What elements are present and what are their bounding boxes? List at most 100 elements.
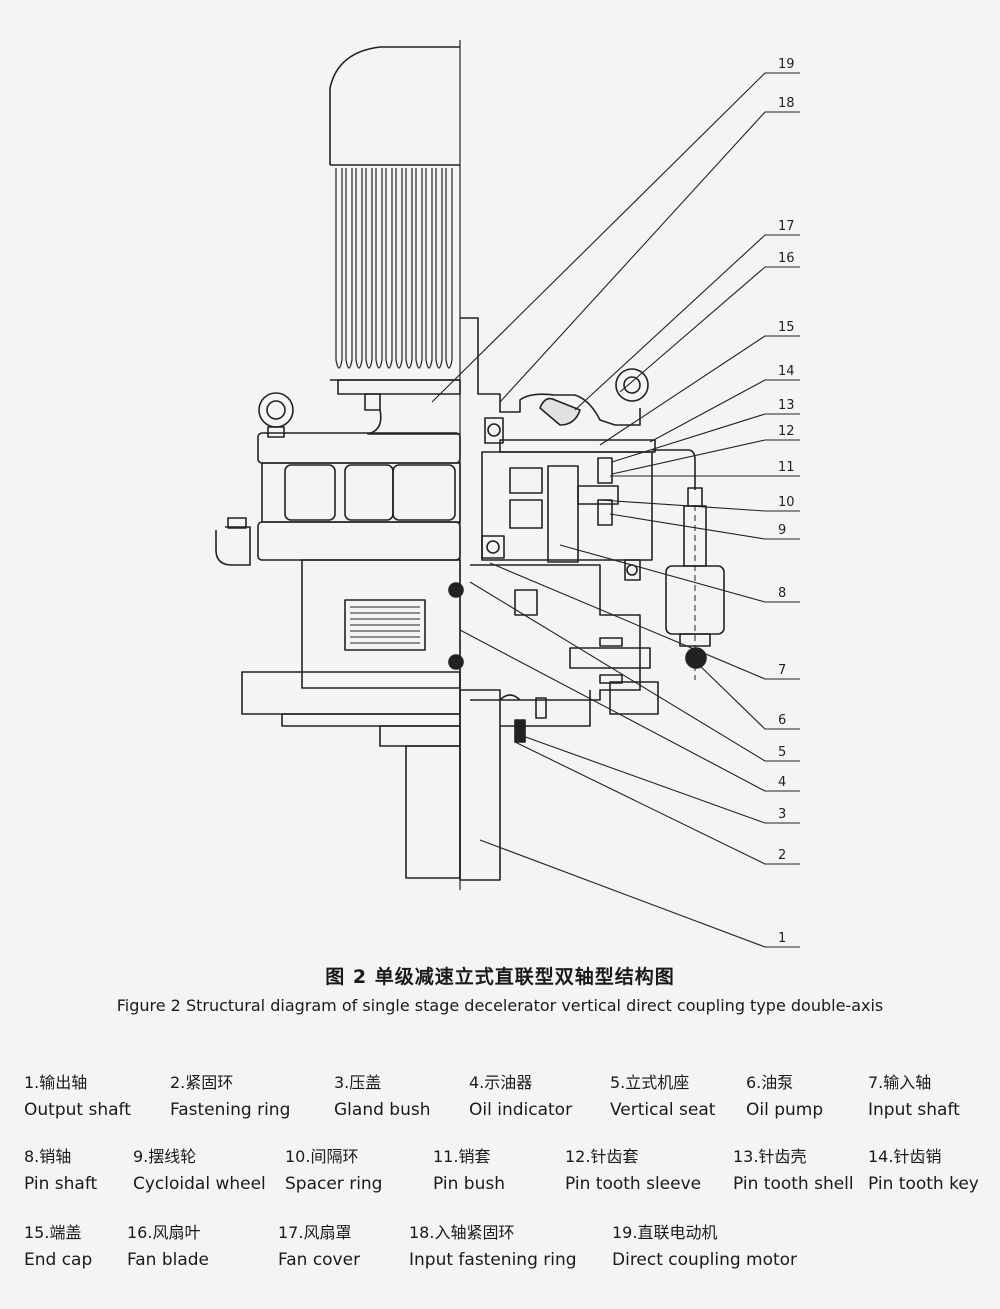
legend-item-cn: 1.输出轴	[24, 1073, 88, 1092]
leader-line	[514, 741, 800, 865]
legend-item-en: Oil pump	[746, 1100, 824, 1120]
gear-housing	[470, 368, 707, 743]
callout-number: 19	[778, 57, 795, 72]
legend-item-en: Gland bush	[334, 1100, 431, 1120]
legend-item-en: Pin tooth key	[868, 1174, 979, 1194]
callout-number: 1	[778, 931, 786, 946]
leader-line	[599, 499, 800, 512]
legend-item: 4.示油器 Oil indicator	[469, 1072, 572, 1122]
legend-item-en: End cap	[24, 1250, 93, 1270]
vertical-seat	[241, 559, 501, 881]
legend-item: 18.入轴紧固环 Input fastening ring	[409, 1222, 577, 1272]
legend-item-en: Cycloidal wheel	[133, 1174, 266, 1194]
legend-item-en: Pin tooth shell	[733, 1174, 854, 1194]
leader-line	[574, 234, 800, 411]
callout-number: 2	[778, 848, 786, 863]
legend-item-en: Fan cover	[278, 1250, 361, 1270]
leader-line	[619, 266, 800, 393]
legend-item-cn: 15.端盖	[24, 1223, 82, 1242]
callout-number: 16	[778, 251, 795, 266]
legend-item-cn: 3.压盖	[334, 1073, 382, 1092]
legend-item-en: Pin bush	[433, 1174, 505, 1194]
leader-line	[611, 413, 800, 463]
callout-number: 3	[778, 807, 786, 822]
callout-number: 11	[778, 460, 795, 475]
legend-item-cn: 10.间隔环	[285, 1147, 359, 1166]
legend-item-cn: 11.销套	[433, 1147, 491, 1166]
leader-line	[519, 734, 800, 824]
leader-line	[469, 581, 800, 762]
leader-line	[611, 439, 800, 475]
figure-caption-en: Figure 2 Structural diagram of single st…	[116, 996, 884, 1015]
callout-number: 5	[778, 745, 786, 760]
legend-item-cn: 18.入轴紧固环	[409, 1223, 515, 1242]
legend-item-cn: 7.输入轴	[868, 1073, 932, 1092]
legend-item: 17.风扇罩 Fan cover	[278, 1222, 360, 1272]
motor-body	[329, 40, 479, 890]
legend-item-cn: 14.针齿销	[868, 1147, 942, 1166]
legend-item-en: Fastening ring	[170, 1100, 291, 1120]
legend-item: 10.间隔环 Spacer ring	[285, 1146, 382, 1196]
legend-item: 9.摆线轮 Cycloidal wheel	[133, 1146, 266, 1196]
legend-item: 2.紧固环 Fastening ring	[170, 1072, 290, 1122]
legend-item-en: Input fastening ring	[409, 1250, 577, 1270]
structural-diagram: 19 18 17 16 15 14 13 12 11 10 9 8 7 6 5 4 3 2 1	[215, 40, 800, 948]
legend-item: 12.针齿套 Pin tooth sleeve	[565, 1146, 701, 1196]
callout-number: 4	[778, 775, 786, 790]
legend-item-cn: 13.针齿壳	[733, 1147, 807, 1166]
leader-line	[559, 544, 800, 603]
leader-line	[599, 335, 800, 446]
callout-number: 10	[778, 495, 795, 510]
legend-item-en: Pin tooth sleeve	[565, 1174, 702, 1194]
legend-item-cn: 2.紧固环	[170, 1073, 234, 1092]
leader-line	[649, 379, 800, 443]
legend-item-en: Pin shaft	[24, 1174, 98, 1194]
legend-item: 19.直联电动机 Direct coupling motor	[612, 1222, 797, 1272]
legend-item-en: Oil indicator	[469, 1100, 573, 1120]
leader-line	[499, 111, 800, 403]
callout-number: 6	[778, 713, 786, 728]
legend-item-cn: 19.直联电动机	[612, 1223, 718, 1242]
callout-number: 14	[778, 364, 795, 379]
leader-line	[479, 839, 800, 948]
legend-item-en: Fan blade	[127, 1250, 209, 1270]
legend-item-cn: 16.风扇叶	[127, 1223, 201, 1242]
figure-caption-cn: 图 2 单级减速立式直联型双轴型结构图	[325, 966, 675, 988]
oil-indicator	[652, 449, 725, 680]
legend-item-en: Spacer ring	[285, 1174, 383, 1194]
callout-number: 18	[778, 96, 795, 111]
leader-line	[609, 513, 800, 540]
legend-item-cn: 8.销轴	[24, 1147, 72, 1166]
callout-number: 9	[778, 523, 786, 538]
legend-item-cn: 17.风扇罩	[278, 1223, 352, 1242]
legend-item: 3.压盖 Gland bush	[334, 1072, 430, 1122]
legend-item-cn: 9.摆线轮	[133, 1147, 197, 1166]
leader-line	[431, 72, 800, 403]
callout-number: 7	[778, 663, 786, 678]
legend-item: 15.端盖 End cap	[24, 1222, 92, 1272]
leader-line	[459, 629, 800, 792]
leader-line	[489, 562, 800, 680]
callout-number: 17	[778, 219, 795, 234]
legend-item: 16.风扇叶 Fan blade	[127, 1222, 209, 1272]
legend-item: 7.输入轴 Input shaft	[868, 1072, 960, 1122]
callout-number: 15	[778, 320, 795, 335]
legend-item-en: Direct coupling motor	[612, 1250, 798, 1270]
callout-number: 12	[778, 424, 795, 439]
legend-item-cn: 12.针齿套	[565, 1147, 639, 1166]
legend-item-en: Vertical seat	[610, 1100, 716, 1120]
legend-item-en: Input shaft	[868, 1100, 960, 1120]
legend-item: 8.销轴 Pin shaft	[24, 1146, 97, 1196]
callout-labels: 19 18 17 16 15 14 13 12 11 10 9 8 7 6 5 4 3 2 1	[778, 57, 795, 946]
leader-lines	[431, 72, 800, 948]
upper-flange	[215, 392, 461, 566]
legend-item: 11.销套 Pin bush	[433, 1146, 505, 1196]
callout-number: 8	[778, 586, 786, 601]
callout-number: 13	[778, 398, 795, 413]
legend-item: 14.针齿销 Pin tooth key	[868, 1146, 979, 1196]
legend-item: 13.针齿壳 Pin tooth shell	[733, 1146, 854, 1196]
legend-item-cn: 4.示油器	[469, 1073, 533, 1092]
